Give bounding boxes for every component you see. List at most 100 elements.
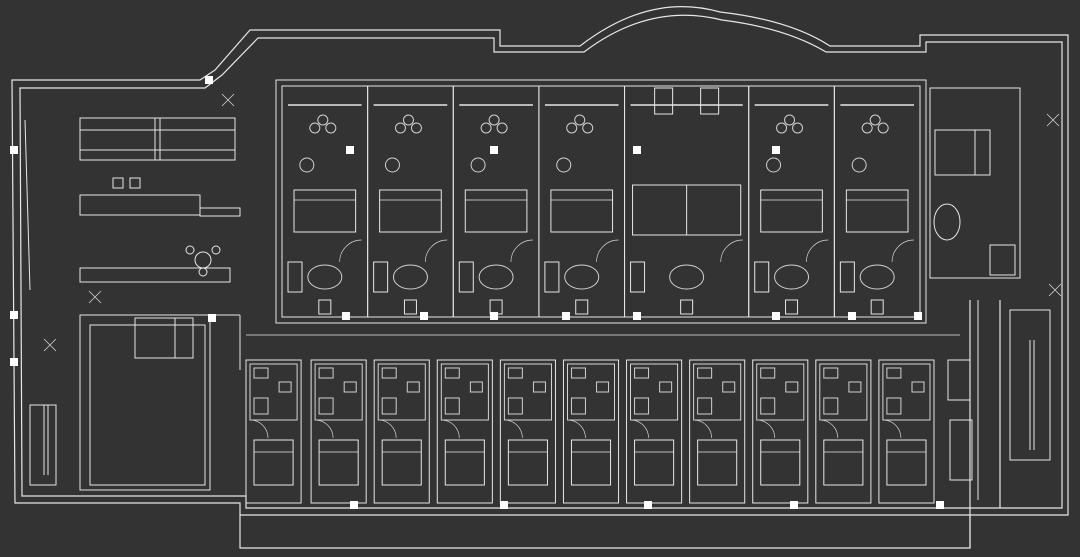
washbasin-icon bbox=[373, 261, 389, 293]
bed-icon bbox=[464, 189, 528, 233]
shower-icon bbox=[570, 397, 586, 415]
column-icon bbox=[208, 314, 216, 322]
room-wall bbox=[436, 359, 493, 504]
south-room bbox=[626, 359, 683, 504]
door-swing-icon bbox=[756, 419, 776, 439]
washbasin-icon bbox=[458, 261, 474, 293]
east-suite bbox=[929, 87, 1021, 279]
column-icon bbox=[420, 312, 428, 320]
door-swing-icon bbox=[630, 419, 649, 439]
column-icon bbox=[848, 312, 856, 320]
column-icon bbox=[772, 146, 780, 154]
washbasin-icon bbox=[318, 367, 334, 379]
washbasin-icon bbox=[630, 261, 646, 293]
door-swing-icon bbox=[510, 239, 533, 263]
bed-icon bbox=[381, 439, 422, 486]
south-room bbox=[499, 359, 556, 504]
chair bbox=[198, 267, 208, 277]
room-wall bbox=[373, 359, 430, 504]
service-core bbox=[79, 314, 211, 491]
washbasin-icon bbox=[697, 367, 713, 379]
column-icon bbox=[644, 501, 652, 509]
south-room bbox=[373, 359, 430, 504]
stair-icon bbox=[29, 404, 57, 486]
armchair-icon bbox=[556, 157, 572, 173]
armchair-icon bbox=[766, 157, 782, 173]
south-room bbox=[562, 359, 620, 504]
door-swing-icon bbox=[819, 419, 839, 439]
shower-icon bbox=[823, 397, 839, 415]
door-swing-icon bbox=[891, 239, 915, 263]
armchair-icon bbox=[776, 122, 788, 134]
bathroom bbox=[630, 363, 679, 421]
south-rooms bbox=[245, 359, 935, 504]
column-icon bbox=[772, 312, 780, 320]
room-wall bbox=[626, 359, 683, 504]
column-icon bbox=[10, 146, 18, 154]
bed-icon bbox=[845, 189, 909, 233]
bed-icon bbox=[760, 439, 801, 486]
bathroom bbox=[440, 363, 489, 421]
armchair-icon bbox=[861, 122, 873, 134]
south-room bbox=[245, 359, 302, 504]
armchair-icon bbox=[784, 114, 796, 126]
bathroom bbox=[882, 363, 931, 421]
column-icon bbox=[914, 312, 922, 320]
toilet-icon bbox=[278, 381, 292, 393]
door-swing-icon bbox=[504, 419, 523, 439]
column-icon bbox=[346, 146, 354, 154]
column-icon bbox=[633, 312, 641, 320]
room-wall bbox=[562, 359, 620, 504]
toilet-icon bbox=[680, 299, 694, 315]
bathroom bbox=[503, 363, 552, 421]
plant-icon bbox=[43, 338, 57, 352]
toilet-icon bbox=[659, 381, 673, 393]
bed-icon bbox=[697, 439, 738, 486]
stair-icon bbox=[1009, 309, 1051, 461]
shower-icon bbox=[760, 397, 776, 415]
bed-icon bbox=[507, 439, 548, 486]
shower-icon bbox=[381, 397, 397, 415]
washbasin-icon bbox=[287, 261, 303, 293]
kitchen-counter bbox=[79, 117, 236, 161]
column-icon bbox=[936, 501, 944, 509]
door-swing-icon bbox=[806, 239, 829, 263]
toilet-icon bbox=[722, 381, 736, 393]
east-zone bbox=[929, 87, 1051, 500]
bathtub-icon bbox=[669, 264, 705, 290]
plant-icon bbox=[1048, 283, 1062, 297]
armchair-icon bbox=[129, 177, 141, 189]
armchair-icon bbox=[582, 122, 594, 134]
bed-icon bbox=[293, 189, 357, 233]
door-swing-icon bbox=[249, 419, 269, 439]
toilet-icon bbox=[532, 381, 546, 393]
toilet-icon bbox=[343, 381, 357, 393]
plant-icon bbox=[88, 290, 102, 304]
north-room bbox=[833, 85, 921, 318]
bed-icon bbox=[253, 439, 294, 486]
door-swing-icon bbox=[693, 419, 712, 439]
room-wall bbox=[878, 359, 935, 504]
armchair-icon bbox=[309, 122, 321, 134]
shower-icon bbox=[697, 397, 713, 415]
door-swing-icon bbox=[339, 239, 362, 263]
toilet-icon bbox=[785, 381, 799, 393]
columns bbox=[10, 76, 944, 509]
washbasin-icon bbox=[634, 367, 650, 379]
toilet-icon bbox=[596, 381, 610, 393]
door-swing-icon bbox=[441, 419, 460, 439]
washbasin-icon bbox=[253, 367, 269, 379]
toilet-icon bbox=[575, 299, 589, 315]
armchair-icon bbox=[317, 114, 329, 126]
bathtub-icon bbox=[774, 264, 810, 290]
bed-icon bbox=[379, 189, 442, 233]
armchair-icon bbox=[384, 157, 400, 173]
toilet-icon bbox=[403, 299, 417, 315]
column-icon bbox=[10, 358, 18, 366]
plant-icon bbox=[1046, 113, 1060, 127]
shower-icon bbox=[444, 397, 460, 415]
shower-icon bbox=[634, 397, 650, 415]
door-swing-icon bbox=[882, 419, 902, 439]
south-room bbox=[752, 359, 809, 504]
